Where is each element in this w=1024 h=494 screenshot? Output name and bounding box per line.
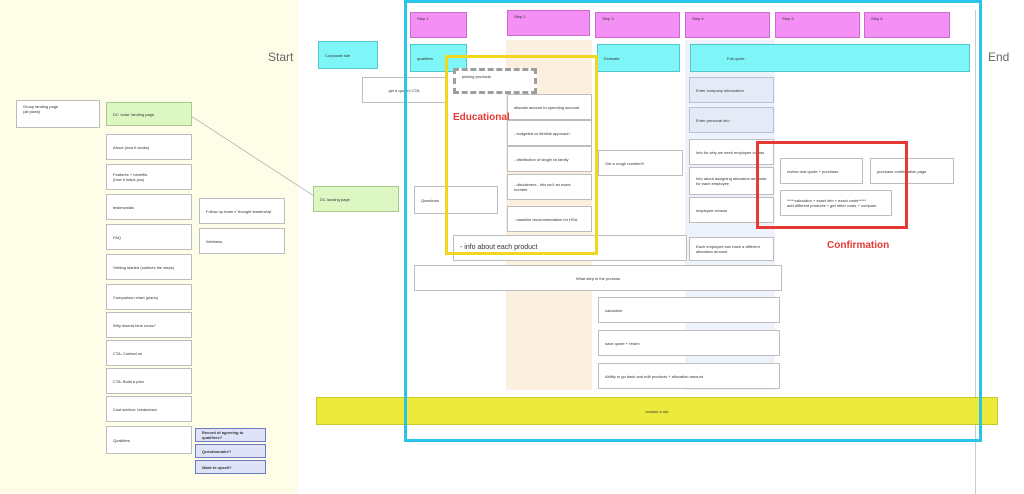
- step2-item-distribution: - distribution of single vs family: [507, 146, 592, 172]
- step2-item-disclaimers: - disclaimers - this isn't an exact numb…: [507, 174, 592, 200]
- cyan-frame: [404, 0, 982, 442]
- rough-number: Get a rough number!!!: [598, 150, 683, 176]
- left-item-getting-started: Getting started (outlines the steps): [106, 254, 192, 280]
- step4-item-personal: Enter personal info: [689, 107, 774, 133]
- qualifier-note-questionnaire: Questionnaire?: [195, 444, 266, 458]
- step-2: Step 2: [507, 10, 590, 36]
- yellow-frame: [445, 55, 598, 255]
- calculator-note: *****calculator + exact info + exact cos…: [780, 190, 892, 216]
- group-landing-page: Group landing page (all plans): [16, 100, 100, 128]
- left-item-cost: Cost section: breakdown: [106, 396, 192, 422]
- dc-landing-page: DC landing page: [313, 186, 399, 212]
- wellness: Wellness: [199, 228, 285, 254]
- step-3: Step 3: [595, 12, 680, 38]
- step4-item-employee-counts: Info for why we need employee counts: [689, 139, 774, 165]
- step2-item-budgeted: - budgeted vs flexible approach: [507, 120, 592, 146]
- step-1: Step 1: [410, 12, 467, 38]
- picking-products: picking products: [453, 68, 537, 94]
- estimate-box: Estimate: [597, 44, 680, 72]
- left-item-comparison: Comparison chart (plans): [106, 284, 192, 310]
- step4-item-assigning: Info about assigning allocation amounts …: [689, 167, 774, 195]
- left-item-why: Why elserta blue cross?: [106, 312, 192, 338]
- save-quote-box: save quote + return: [598, 330, 780, 356]
- left-item-cta-build: CTA: Build a plan: [106, 368, 192, 394]
- left-item-features: Features + benefits (how it helps you): [106, 164, 192, 190]
- step-5: Step 5: [775, 12, 860, 38]
- end-label: End: [988, 50, 1010, 64]
- allocation-note: Each employee can have a different alloc…: [689, 237, 774, 261]
- step-6: Step 6: [864, 12, 950, 38]
- dc-solar-landing-page: DC 'solar' landing page: [106, 102, 192, 126]
- follow-up-team: Follow up team x 'thought leadership': [199, 198, 285, 224]
- questions-box: Questions: [414, 186, 498, 214]
- go-back-box: Ability to go back and edit products + a…: [598, 363, 780, 389]
- corporate-site: Corporate site: [318, 41, 378, 69]
- purchase-confirmation: purchase confirmation page: [870, 158, 954, 184]
- step4-item-company: Enter company information: [689, 77, 774, 103]
- educational-label: Educational: [453, 112, 510, 123]
- red-frame: [756, 141, 908, 229]
- step2-item-hsa: - baseline recommendation for HSA: [507, 206, 592, 232]
- step2-item-allocate: allocate amount to spending account: [507, 94, 592, 120]
- end-divider-line: [975, 10, 976, 494]
- what-step-box: What step in the process: [414, 265, 782, 291]
- qualifiers-box: qualifiers: [410, 44, 467, 72]
- contact-rep-bar: contact a rep: [316, 397, 998, 425]
- left-item-qualifiers: Qualifiers: [106, 426, 192, 454]
- step4-item-census: employee census: [689, 197, 774, 223]
- left-item-testimonials: testimonials: [106, 194, 192, 220]
- calculator-box: calculator: [598, 297, 780, 323]
- qualifier-note-upsell: Want to upsell?: [195, 460, 266, 474]
- qualifier-note-record: Record of agreeing to qualifiers?: [195, 428, 266, 442]
- info-each-product: - info about each product: [453, 235, 687, 261]
- start-label: Start: [268, 50, 294, 64]
- left-item-about: About (how it works): [106, 134, 192, 160]
- confirmation-label: Confirmation: [827, 240, 890, 251]
- left-item-cta-contact: CTA: Contact us: [106, 340, 192, 366]
- left-item-faq: FAQ: [106, 224, 192, 250]
- review-quote: review real quote + purchase: [780, 158, 863, 184]
- step-4: Step 4: [685, 12, 770, 38]
- full-quote-box: Full quote: [690, 44, 970, 72]
